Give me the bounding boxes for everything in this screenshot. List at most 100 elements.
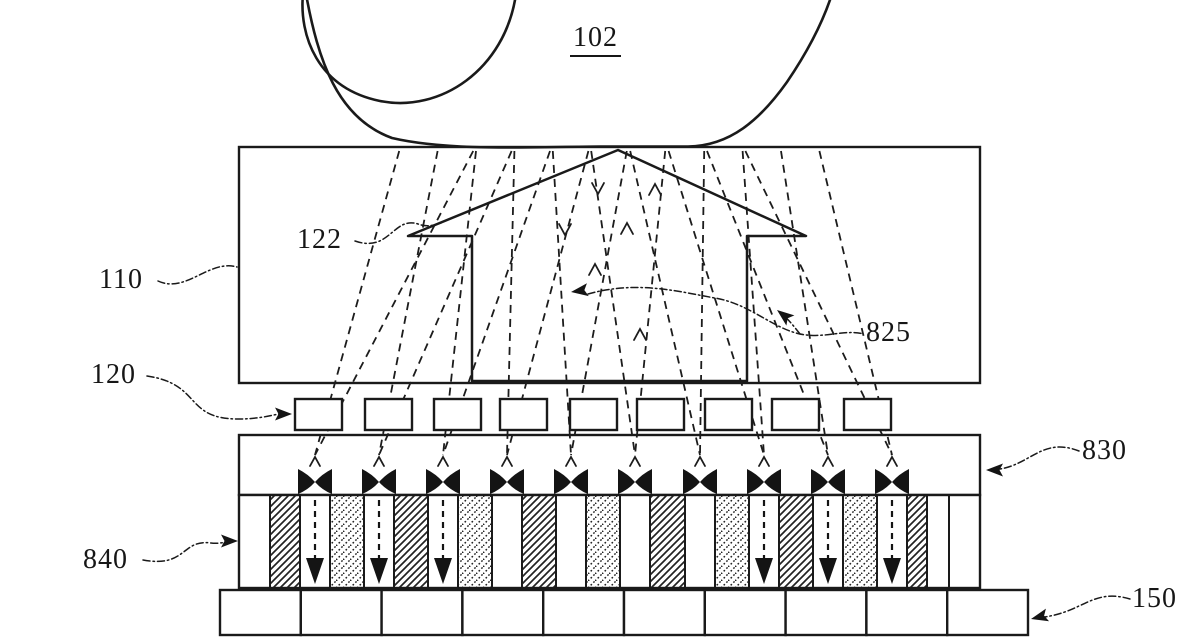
dashed-ray — [314, 150, 401, 456]
leader-110 — [157, 265, 238, 285]
dashed-ray — [667, 150, 765, 456]
ray-chevron — [309, 455, 321, 467]
blocking-column — [585, 494, 621, 589]
cover-layer-box — [237, 145, 982, 385]
display-pixel — [568, 397, 619, 432]
ray-chevron — [886, 455, 898, 467]
display-pixel — [635, 397, 686, 432]
display-pixel — [842, 397, 893, 432]
leader-arrowhead — [777, 310, 795, 326]
leader-120 — [146, 375, 280, 420]
label-collimator-830: 830 — [1082, 435, 1127, 466]
blocking-column — [457, 494, 493, 589]
ray-chevron — [565, 455, 577, 467]
display-pixel — [363, 397, 414, 432]
ray-chevron — [373, 455, 385, 467]
bowtie-lens — [298, 469, 332, 494]
blocking-column — [649, 494, 686, 589]
bowtie-lens — [747, 469, 781, 494]
ray-chevron — [591, 182, 605, 196]
bowtie-lens — [683, 469, 717, 494]
blocking-column — [714, 494, 750, 589]
bowtie-lens — [875, 469, 909, 494]
dashed-ray — [506, 150, 590, 456]
bowtie-collimators — [298, 469, 909, 494]
sensor-cell — [461, 588, 545, 637]
bowtie-lens — [362, 469, 396, 494]
bowtie-lens — [811, 469, 845, 494]
aperture-ray-arrowhead — [883, 558, 901, 584]
sensor-cell — [218, 588, 303, 637]
bowtie-lens — [618, 469, 652, 494]
sensor-cell — [622, 588, 707, 637]
ray-chevron — [620, 221, 634, 235]
dashed-ray — [590, 150, 636, 456]
ray-chevron — [694, 455, 706, 467]
ray-chevron — [633, 327, 647, 341]
blocking-column — [842, 494, 878, 589]
leader-arrowheads — [221, 283, 1050, 622]
finger-outer-curve — [305, 0, 832, 149]
dashed-ray — [818, 150, 893, 456]
aperture-columns — [269, 494, 950, 589]
bowtie-lens — [490, 469, 524, 494]
leader-122 — [354, 222, 442, 245]
leader-840 — [142, 540, 231, 563]
blocking-column — [329, 494, 365, 589]
blocking-column — [521, 494, 557, 589]
sensor-cell — [380, 588, 464, 637]
display-pixel-row — [293, 397, 893, 432]
ray-direction-chevrons — [309, 182, 898, 467]
sensor-cell — [946, 588, 1030, 637]
leader-arrowhead — [571, 283, 589, 297]
leader-830 — [999, 446, 1080, 470]
leader-arrowhead — [986, 463, 1003, 477]
label-sensors-150: 150 — [1132, 583, 1177, 614]
finger-outline — [301, 0, 832, 149]
aperture-ray-arrowhead — [370, 558, 388, 584]
sensor-cell — [784, 588, 868, 637]
ray-chevron — [558, 223, 572, 237]
leader-arrowhead — [275, 407, 292, 421]
bowtie-lens — [554, 469, 588, 494]
collimator-layer-band — [237, 433, 982, 497]
dashed-ray — [629, 150, 701, 456]
finger-inner-curve — [301, 0, 517, 105]
aperture-ray-arrowhead — [434, 558, 452, 584]
label-rays-825: 825 — [866, 317, 911, 348]
sensor-cell — [703, 588, 787, 637]
bowtie-lens — [426, 469, 460, 494]
leader-arrowhead — [1031, 608, 1050, 622]
aperture-ray-arrowhead — [755, 558, 773, 584]
ray-chevron — [648, 182, 662, 196]
leader-arrowhead — [221, 534, 238, 548]
ray-chevron — [758, 455, 770, 467]
ray-chevron — [588, 262, 602, 276]
display-pixel — [770, 397, 821, 432]
display-pixel — [703, 397, 754, 432]
dashed-ray — [741, 150, 765, 456]
display-pixel — [293, 397, 344, 432]
label-apertures-840: 840 — [83, 544, 128, 575]
leader-lines — [142, 222, 1131, 618]
aperture-ray-arrowhead — [306, 558, 324, 584]
leader-150 — [1043, 595, 1131, 618]
blocking-column — [269, 494, 301, 589]
block-arrow-up — [406, 148, 808, 383]
label-cover-110: 110 — [99, 264, 143, 295]
sensor-cell — [542, 588, 626, 637]
ray-chevron — [501, 455, 513, 467]
ray-chevron — [629, 455, 641, 467]
aperture-ray-arrowhead — [819, 558, 837, 584]
sensor-cell-row — [218, 588, 1030, 637]
label-arrow-122: 122 — [297, 224, 342, 255]
dashed-ray — [699, 150, 706, 456]
display-pixel — [432, 397, 483, 432]
ray-chevron — [437, 455, 449, 467]
ray-chevron — [822, 455, 834, 467]
sensor-cell — [299, 588, 383, 637]
blocking-column — [906, 494, 928, 589]
blocking-column — [393, 494, 429, 589]
label-finger-102: 102 — [570, 24, 621, 57]
